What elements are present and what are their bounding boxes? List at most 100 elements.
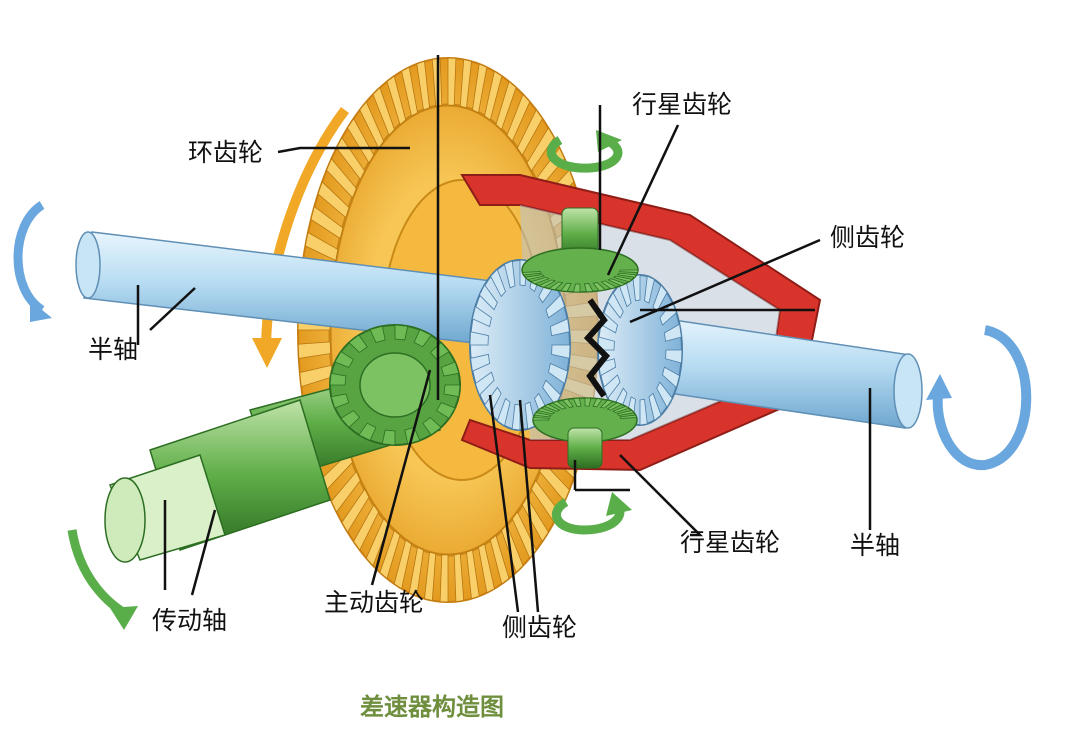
gear-mesh-gap [583,298,611,398]
gear-tooth [471,305,492,328]
gear-tooth [506,93,531,143]
gear-tooth [533,412,552,418]
gear-tooth [543,403,561,412]
gear-tooth [365,517,390,567]
drive-rotation-arrow-icon [67,529,138,630]
gear-tooth [470,353,491,372]
gear-tooth [504,260,516,289]
gear-tooth [511,403,521,431]
gear-tooth [334,351,354,368]
gear-tooth [479,284,498,311]
gear-tooth [656,381,673,409]
gear-tooth [490,268,506,298]
gear-tooth [632,274,641,302]
side-gear-right [597,274,683,426]
gear-tooth [484,70,503,121]
gear-tooth [474,371,495,396]
gear-tooth [545,294,566,319]
gear-tooth [548,281,564,291]
gear-tooth [310,205,344,240]
planet-gear-top [521,207,639,293]
gear-tooth [603,374,621,400]
gear-tooth [341,488,370,533]
planet-gear-bottom [532,397,638,469]
left-rotation-arrow-icon [13,201,45,314]
gear-tooth [612,405,630,414]
label-side-gear-right: 侧齿轮 [830,223,906,252]
label-ring-gear: 环齿轮 [188,138,264,167]
gear-tooth [348,334,368,354]
gear-tooth [524,274,545,280]
gear-tooth [516,109,543,156]
gear-tooth [466,549,480,600]
gear-tooth [599,399,614,409]
gear-tooth [459,59,472,109]
gear-tooth [501,524,524,574]
label-half-shaft-right: 半轴 [850,531,901,560]
gear-tooth [551,400,567,410]
gear-tooth [381,429,396,446]
gear-tooth [386,75,407,126]
gear-tooth [551,344,571,359]
planet-rotation-arrow-top-icon [546,130,623,173]
gear-tooth [413,329,432,348]
gear-tooth [317,181,350,219]
gear-tooth [521,271,542,276]
gear-tooth [616,410,635,416]
gear-tooth [408,546,424,597]
planet-rotation-arrow-bottom-icon [551,492,632,535]
gear-tooth [353,504,380,551]
gear-tooth [495,80,517,131]
gear-tooth [443,384,461,398]
gear-tooth [372,86,395,136]
gear-tooth [663,323,682,342]
gear-tooth [537,407,556,415]
gear-tooth [416,60,430,111]
gear-tooth [600,280,618,290]
gear-tooth [537,279,557,288]
gear-tooth [612,275,634,283]
gear-tooth [453,553,465,603]
gear-tooth [532,417,550,421]
gear-tooth [662,366,680,389]
right-rotation-arrow-icon [926,325,1032,471]
gear-tooth [659,300,677,326]
gear-tooth [665,349,683,364]
gear-tooth [560,282,572,292]
gear-tooth [379,529,401,580]
gear-tooth [619,269,639,273]
gear-tooth [329,372,347,386]
gear-tooth [369,325,386,343]
gear-tooth [561,398,574,408]
gear-tooth [484,386,502,415]
gear-tooth [393,539,412,590]
pinion-gear [329,324,461,446]
ring-arrowhead-icon [252,338,282,368]
gear-tooth [549,318,570,337]
gear-tooth [606,402,623,411]
label-pinion-gear: 主动齿轮 [324,588,425,617]
gear-tooth [304,231,339,262]
gear-tooth [297,341,332,359]
gear-tooth [424,551,437,601]
gear-tooth [340,410,361,428]
gear-tooth [607,278,627,287]
gear-tooth [359,101,385,149]
gear-tooth [572,283,581,293]
gear-tooth [440,361,460,377]
gear-tooth [394,324,409,341]
gear-tooth [617,272,638,278]
gear-tooth [607,291,624,319]
gear-tooth [436,402,456,419]
gear-tooth [472,63,488,114]
gear-tooth [648,392,662,422]
gear-tooth [326,158,357,199]
gear-tooth [401,66,418,117]
gear-tooth [422,416,442,436]
gear-tooth [529,276,550,285]
gear-tooth [583,283,594,293]
gear-tooth [330,393,350,409]
gear-tooth [347,117,375,164]
gear-tooth [619,414,638,419]
